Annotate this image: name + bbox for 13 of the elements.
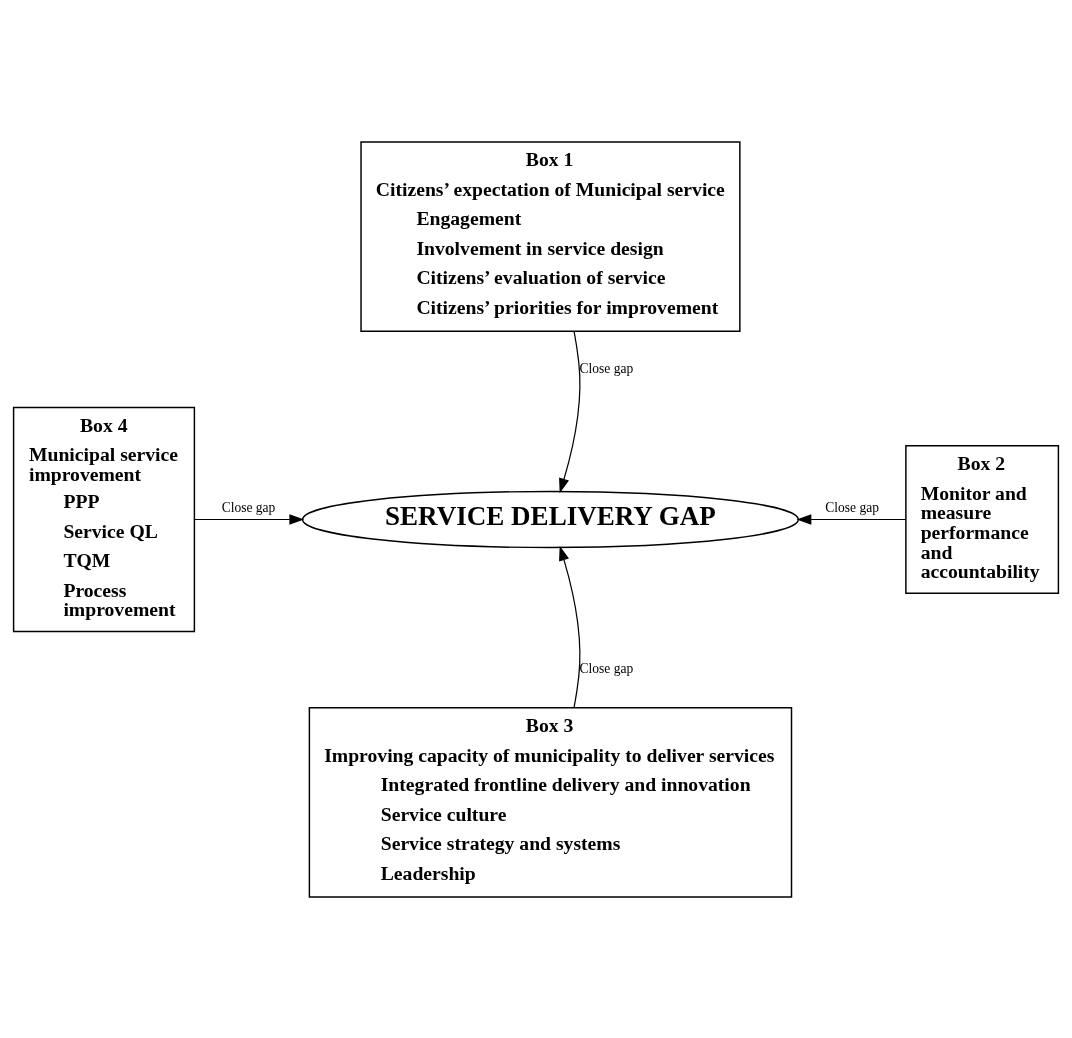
arrow — [194, 513, 305, 525]
arrow — [559, 330, 581, 493]
edge-label: Close gap — [221, 499, 276, 515]
node-box: Box 3 Improving capacity of municipality to deliver services Integrated frontline delivery and innovation Service culture Service strategy and systems Leadership — [308, 706, 793, 898]
edge-label: Close gap — [579, 660, 634, 676]
edge-label: Close gap — [825, 499, 879, 515]
arrow — [559, 545, 581, 708]
edge-label: Close gap — [579, 360, 634, 376]
node-box: Box 4 Municipal service improvement PPP Service QL TQM Process improvement — [12, 406, 196, 632]
arrow — [796, 513, 907, 525]
node-box: Box 1 Citizens’ expectation of Municipal service Engagement Involvement in service design Citizens’ evaluation of service Citizens’ priorities for improvement — [360, 140, 741, 332]
node-ellipse: SERVICE DELIVERY GAP — [301, 490, 800, 548]
node-box: Box 2 Monitor and measure performance and accountability — [905, 444, 1060, 594]
